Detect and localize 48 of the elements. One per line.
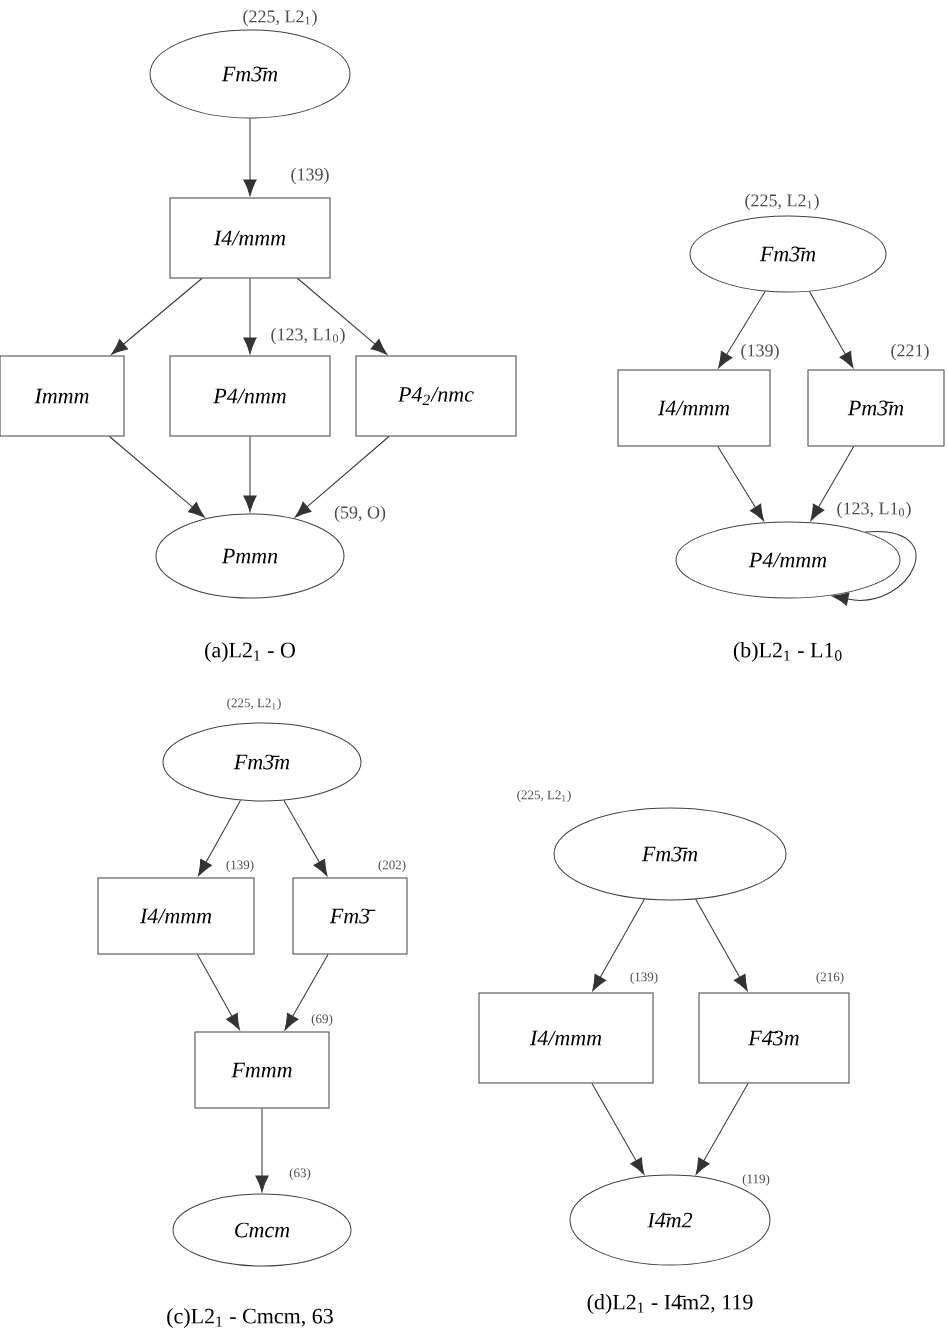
arrow xyxy=(831,531,917,606)
arrow xyxy=(695,898,748,992)
rectangle-node: Fm3̄ xyxy=(292,877,408,955)
subfigure-caption: (c)L2$_{1}$ - Cmcm, 63 xyxy=(167,1308,333,1328)
arrow xyxy=(243,118,257,196)
arrow xyxy=(695,1083,749,1175)
subfigure-caption: (b)L2$_{1}$ - L1$_{0}$ xyxy=(733,642,842,662)
rectangle-node: I4/mmm xyxy=(478,992,654,1084)
arrow xyxy=(718,290,766,369)
rectangle-node: Fmmm xyxy=(194,1031,330,1109)
arrow xyxy=(284,954,329,1031)
node-annotation: (123, L1$_{0}$) xyxy=(271,327,345,345)
arrow xyxy=(294,436,390,518)
ellipse-node: Fm3̄m xyxy=(149,29,351,119)
subfigure-caption: (a)L2$_{1}$ - O xyxy=(205,642,295,662)
rectangle-node: P4/nmm xyxy=(169,355,331,437)
node-annotation: (139) xyxy=(741,343,779,361)
rectangle-node: Pm3̄m xyxy=(807,369,945,447)
arrow xyxy=(592,898,645,992)
arrow xyxy=(197,954,241,1031)
arrow xyxy=(717,446,765,522)
arrow xyxy=(297,278,388,355)
arrow xyxy=(809,291,854,369)
arrow xyxy=(810,446,855,521)
rectangle-node: I4/mmm xyxy=(617,369,771,447)
node-annotation: (221) xyxy=(891,343,929,361)
node-annotation: (123, L1$_{0}$) xyxy=(837,501,911,519)
arrow xyxy=(591,1083,645,1175)
ellipse-node: Cmcm xyxy=(172,1193,352,1267)
node-annotation: (225, L2$_{1}$) xyxy=(243,9,317,27)
rectangle-node: F4̄3m xyxy=(698,992,850,1084)
rectangle-node: I4/mmm xyxy=(169,197,331,279)
ellipse-node: P4/mmm xyxy=(675,521,901,599)
rectangle-node: I4/mmm xyxy=(97,877,255,955)
arrow xyxy=(283,800,328,877)
ellipse-node: Fm3̄m xyxy=(162,722,362,802)
arrow xyxy=(109,436,205,518)
arrow xyxy=(255,1108,269,1192)
node-annotation: (139) xyxy=(291,167,329,185)
subfigure-caption: (d)L2$_{1}$ - I4̄m2, 119 xyxy=(587,1294,753,1314)
node-annotation: (225, L2$_{1}$) xyxy=(745,193,819,211)
arrow xyxy=(243,278,257,354)
ellipse-node: Fm3̄m xyxy=(689,215,887,293)
arrow xyxy=(111,278,203,355)
rectangle-node: P4$_{2}$/nmc xyxy=(355,355,517,437)
arrow xyxy=(243,436,257,512)
ellipse-node: Fm3̄m xyxy=(553,807,787,901)
arrow xyxy=(197,800,241,877)
